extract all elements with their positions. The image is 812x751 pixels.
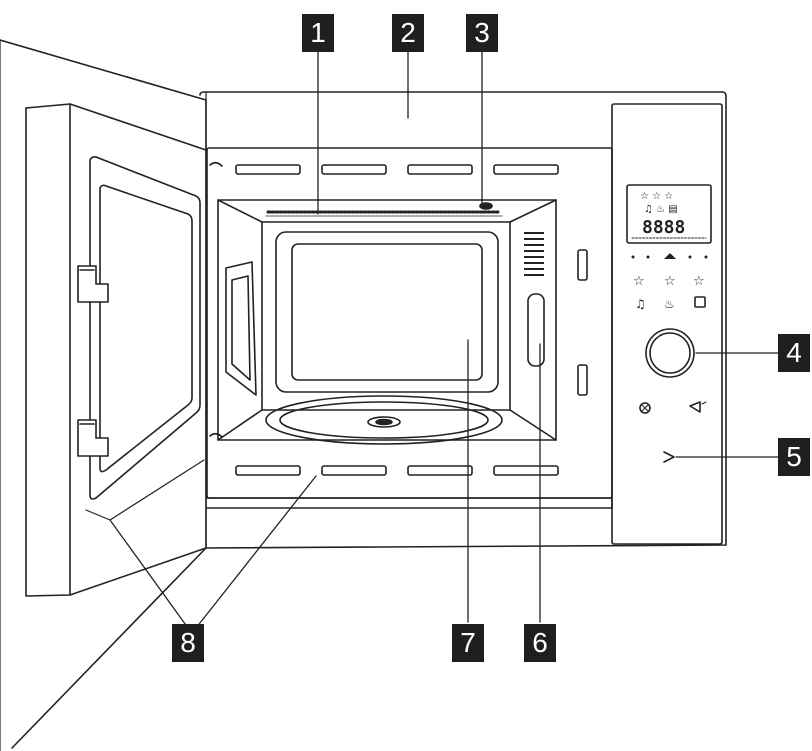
door-latch-hook: [77, 265, 109, 303]
svg-text:♫: ♫: [635, 297, 646, 311]
callout-6: 6: [524, 624, 556, 662]
svg-text:☆: ☆: [633, 274, 645, 289]
svg-text:☆: ☆: [664, 274, 676, 289]
top-vent-slots: [235, 164, 559, 175]
leader-lines: [109, 49, 779, 629]
bottom-vent-slots: [235, 465, 559, 476]
display-digits: 8888: [642, 217, 685, 238]
open-door: [0, 39, 207, 751]
control-panel: ☆ ☆ ☆ ♫ ♨ ▤ 8888 ☆ ☆ ☆ ♫ ♨: [611, 103, 723, 545]
svg-text:♫ ♨ ▤: ♫ ♨ ▤: [644, 204, 678, 215]
indicator-row: [631, 253, 708, 259]
callout-2: 2: [392, 14, 424, 52]
cavity-vent-holes: [524, 232, 544, 276]
start-stop-buttons: [639, 401, 707, 414]
waveguide-cover: [527, 293, 545, 367]
callout-7: 7: [452, 624, 484, 662]
callout-8: 8: [172, 624, 204, 662]
turntable: [265, 395, 503, 445]
svg-text:♨: ♨: [664, 297, 675, 311]
grill-element: [265, 210, 503, 217]
oven-light: [479, 202, 493, 210]
callout-4: 4: [778, 334, 810, 372]
callout-5: 5: [778, 438, 810, 476]
door-latch-hook: [77, 419, 109, 457]
oven-cavity: [217, 199, 557, 445]
svg-text:☆: ☆: [693, 274, 705, 289]
function-buttons: ☆ ☆ ☆ ♫ ♨: [633, 274, 706, 311]
svg-text:☆ ☆ ☆: ☆ ☆ ☆: [640, 191, 673, 202]
cabinet-niche: [199, 91, 727, 549]
door-release-button: [663, 451, 675, 463]
callout-1: 1: [302, 14, 334, 52]
display-panel: ☆ ☆ ☆ ♫ ♨ ▤ 8888: [626, 184, 712, 244]
control-knob: [645, 328, 695, 378]
callout-3: 3: [466, 14, 498, 52]
